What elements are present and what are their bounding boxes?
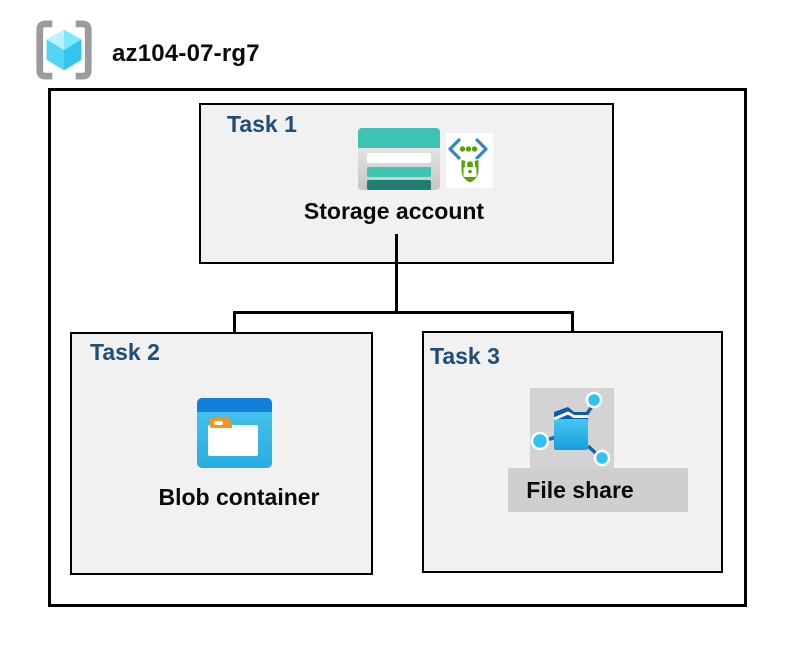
task3-label: Task 3 bbox=[430, 343, 500, 369]
connector-storage-stem bbox=[395, 234, 398, 313]
connector-branch bbox=[233, 311, 574, 314]
blob-icon-folder bbox=[208, 425, 258, 456]
storage-icon-row-teal bbox=[367, 167, 431, 177]
file-share-icon bbox=[530, 388, 614, 468]
file-share-label: File share bbox=[526, 477, 634, 503]
storage-account-icon bbox=[358, 128, 440, 190]
blob-container-icon bbox=[197, 398, 272, 468]
sas-shield-lock-icon bbox=[446, 133, 493, 188]
blob-container-label: Blob container bbox=[158, 484, 320, 510]
storage-icon-row-dark-teal bbox=[367, 180, 431, 190]
blob-icon-tab-dash bbox=[214, 421, 223, 425]
resource-group-icon bbox=[36, 20, 92, 80]
storage-icon-row-white bbox=[367, 153, 431, 163]
storage-icon-top-band bbox=[358, 128, 440, 148]
file-share-label-highlight bbox=[508, 468, 688, 512]
resource-group-title: az104-07-rg7 bbox=[112, 40, 260, 67]
storage-account-label: Storage account bbox=[303, 198, 485, 224]
task1-label: Task 1 bbox=[227, 111, 297, 137]
task2-label: Task 2 bbox=[90, 339, 160, 365]
blob-icon-title-bar bbox=[197, 398, 272, 412]
